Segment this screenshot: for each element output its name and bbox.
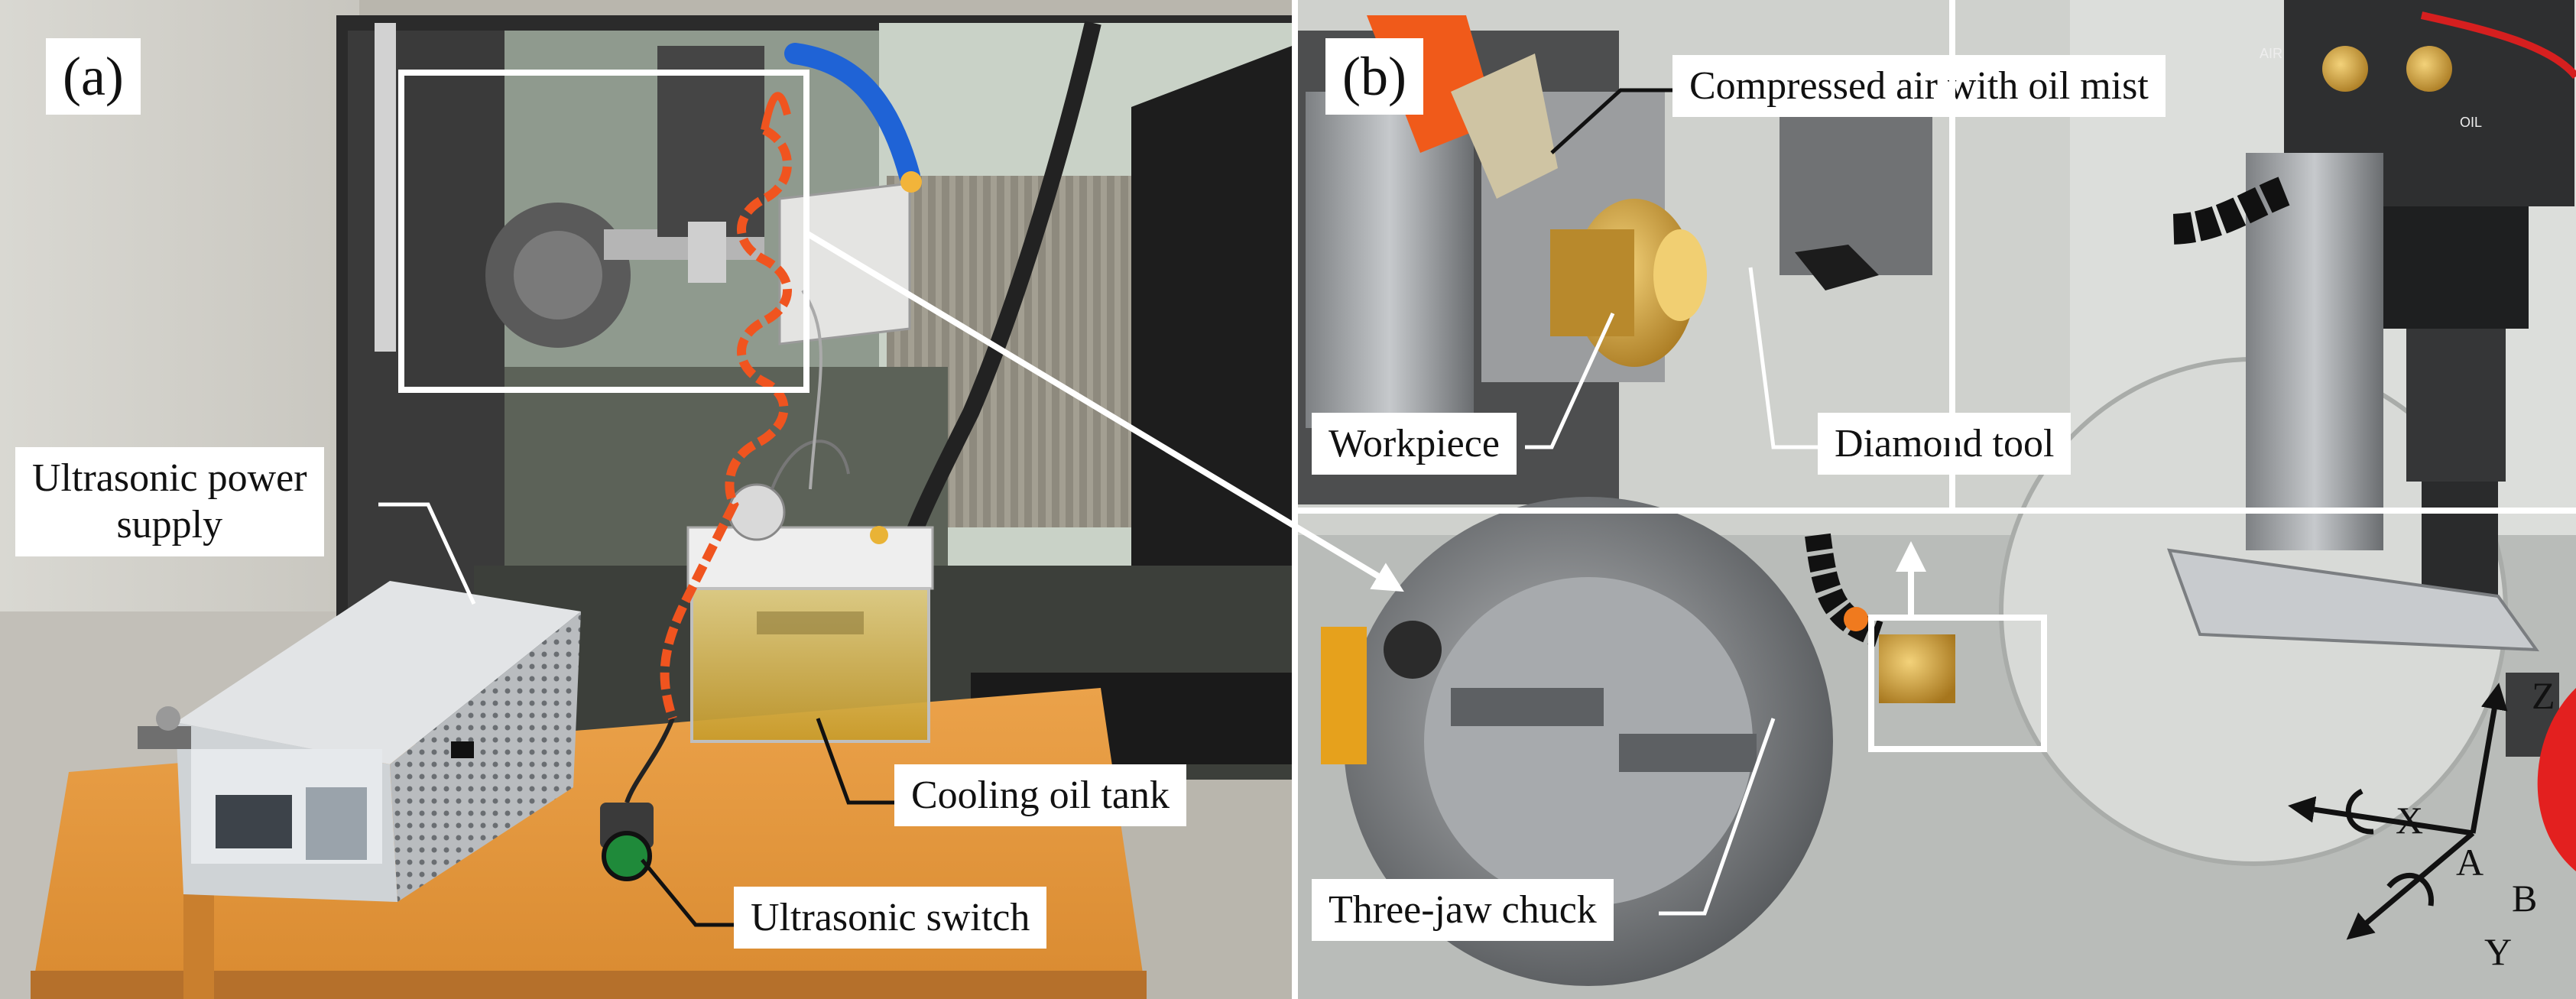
axis-label-y: Y: [2484, 930, 2513, 973]
axis-label-z: Z: [2532, 674, 2555, 717]
label-diamond-tool: Diamond tool: [1818, 413, 2072, 475]
valve-label-air: AIR: [2260, 46, 2283, 61]
panel-b-letter: (b): [1325, 38, 1423, 115]
label-workpiece: Workpiece: [1312, 413, 1517, 475]
axis-label-b: B: [2512, 877, 2538, 920]
valve-label-oil: OIL: [2460, 115, 2483, 130]
photo-panel-a: (a) Ultrasonic power supply Cooling oil …: [0, 0, 1292, 999]
label-compressed-air: Compressed air with oil mist: [1672, 55, 2166, 118]
label-ultrasonic-power-supply: Ultrasonic power supply: [15, 447, 324, 556]
label-three-jaw-chuck: Three-jaw chuck: [1312, 879, 1614, 942]
label-ultrasonic-switch: Ultrasonic switch: [734, 887, 1047, 949]
photo-panel-b: (b) Compressed air with oil mist Workpie…: [1298, 0, 2576, 999]
panel-a-letter: (a): [46, 38, 141, 115]
axis-label-x: X: [2396, 799, 2424, 842]
axis-label-a: A: [2456, 841, 2484, 884]
closeup-photo: [1298, 0, 2576, 999]
label-cooling-oil-tank: Cooling oil tank: [894, 764, 1186, 827]
panel-divider: [1292, 0, 1298, 999]
